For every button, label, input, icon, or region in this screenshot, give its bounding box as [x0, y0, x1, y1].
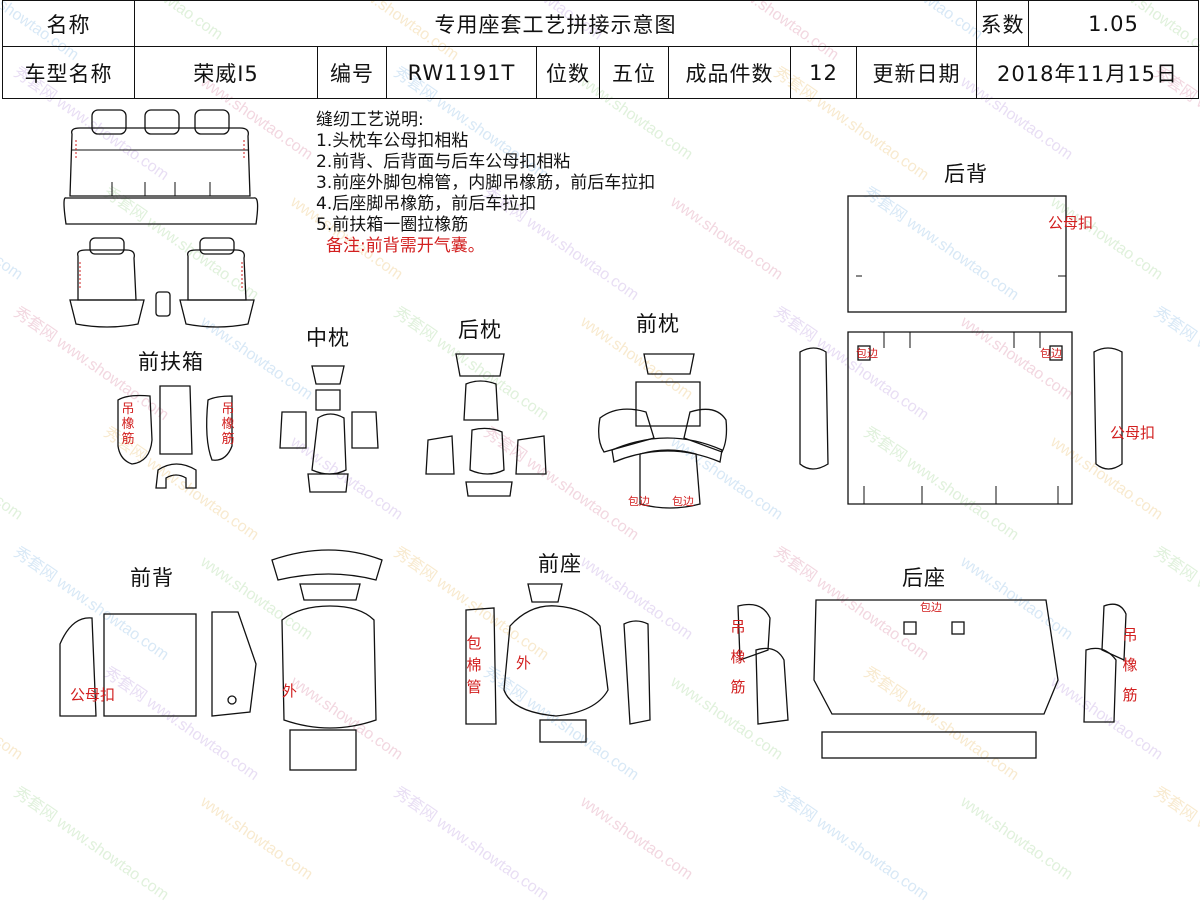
annotation-snap: 公母扣	[1110, 424, 1156, 442]
update-label: 更新日期	[856, 46, 977, 99]
model-value: 荣威I5	[134, 46, 318, 99]
annotation-binding: 包边	[856, 347, 878, 360]
label-middle-pillow: 中枕	[306, 326, 350, 350]
watermark-text: www.showtao.com	[957, 793, 1076, 884]
label-rear-seat: 后座	[902, 566, 946, 590]
code-value: RW1191T	[386, 46, 537, 99]
annotation-snap: 公母扣	[70, 686, 116, 704]
seats-label: 位数	[536, 46, 600, 99]
front-seat-pieces	[465, 583, 651, 743]
annotation-cotton-tube: 包棉管	[466, 634, 482, 696]
pieces-label: 成品件数	[668, 46, 791, 99]
note-item: 2.前背、后背面与后车公母扣相粘	[316, 152, 571, 172]
front-seat-overview-right	[179, 237, 255, 328]
note-item: 5.前扶箱一圈拉橡筋	[316, 215, 469, 235]
name-label: 名称	[2, 0, 135, 47]
label-front-back: 前背	[130, 566, 174, 590]
header-table: 名称 专用座套工艺拼接示意图 系数 1.05 车型名称 荣威I5 编号 RW11…	[2, 0, 1199, 99]
front-back-pieces	[59, 549, 383, 771]
watermark-text: www.showtao.com	[577, 793, 696, 884]
front-pillow-pieces	[598, 353, 728, 509]
annotation-binding: 包边	[920, 601, 942, 614]
annotation-outer: 外	[516, 654, 532, 672]
annotation-elastic: 吊橡筋	[1122, 626, 1138, 704]
model-label: 车型名称	[2, 46, 135, 99]
pattern-pieces	[59, 109, 1127, 771]
notes-remark: 备注:前背需开气囊。	[326, 236, 485, 256]
annotation-binding: 包边	[1040, 347, 1062, 360]
annotation-binding: 包边	[628, 495, 650, 508]
front-seat-overview-left	[69, 237, 145, 328]
front-armrest-pieces	[117, 385, 233, 489]
notes-heading: 缝纫工艺说明:	[316, 110, 424, 130]
rear-pillow-pieces	[425, 353, 547, 497]
update-value: 2018年11月15日	[976, 46, 1199, 99]
label-rear-pillow: 后枕	[458, 318, 502, 342]
annotation-elastic: 吊橡筋	[121, 402, 135, 447]
sheet-title: 专用座套工艺拼接示意图	[134, 0, 977, 47]
annotation-snap: 公母扣	[1048, 214, 1094, 232]
rear-bench-overview	[63, 109, 259, 225]
annotation-binding: 包边	[672, 495, 694, 508]
note-item: 3.前座外脚包棉管，内脚吊橡筋，前后车拉扣	[316, 173, 656, 193]
annotation-elastic: 吊橡筋	[221, 402, 235, 447]
annotation-elastic: 吊橡筋	[730, 618, 746, 696]
coef-label: 系数	[976, 0, 1029, 47]
annotation-outer: 外	[282, 682, 298, 700]
label-front-seat: 前座	[538, 552, 582, 576]
watermark-text: www.showtao.com	[197, 793, 316, 884]
seats-value: 五位	[599, 46, 669, 99]
code-label: 编号	[317, 46, 387, 99]
middle-pillow-pieces	[279, 365, 379, 493]
console-overview	[155, 291, 171, 317]
pieces-value: 12	[790, 46, 857, 99]
label-front-pillow: 前枕	[636, 312, 680, 336]
rear-seat-pieces	[737, 599, 1127, 759]
sewing-notes: 缝纫工艺说明: 1.头枕车公母扣相粘 2.前背、后背面与后车公母扣相粘 3.前座…	[316, 110, 655, 257]
note-item: 1.头枕车公母扣相粘	[316, 131, 469, 151]
label-rear-back: 后背	[944, 162, 988, 186]
rear-back-pieces	[799, 195, 1123, 505]
note-item: 4.后座脚吊橡筋，前后车拉扣	[316, 194, 537, 214]
label-front-armrest: 前扶箱	[138, 350, 204, 374]
